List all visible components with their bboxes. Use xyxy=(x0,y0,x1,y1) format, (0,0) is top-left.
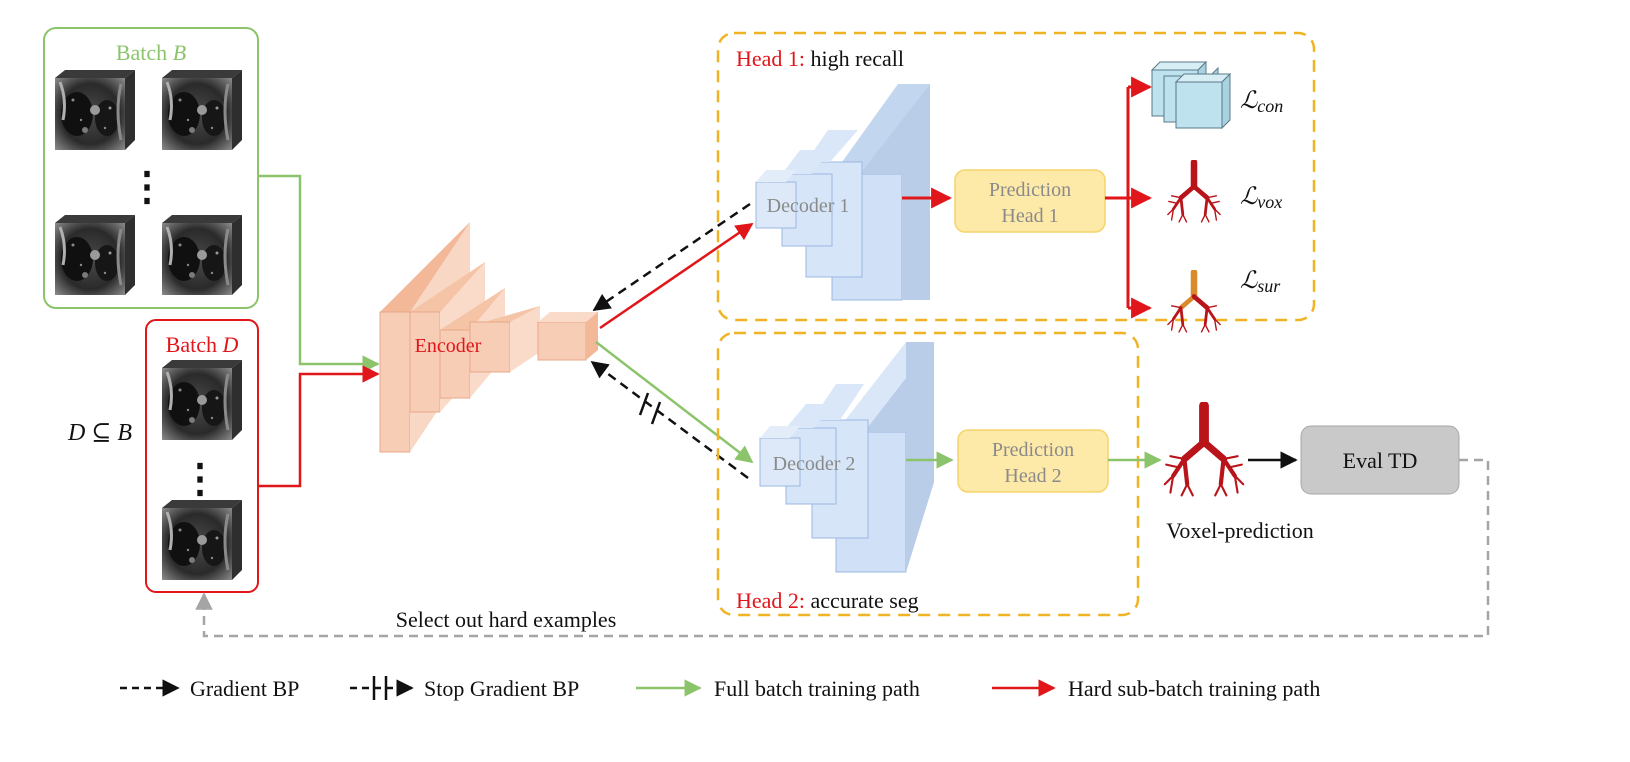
decoder2-block: Decoder 2 xyxy=(759,342,934,573)
batch-d-ellipsis: ⋮ xyxy=(180,456,220,501)
select-hard-examples-label: Select out hard examples xyxy=(396,607,617,632)
loss-sur-label: ℒsur xyxy=(1240,268,1281,296)
prediction-head1-box xyxy=(954,169,1106,233)
legend-item-full-batch: Full batch training path xyxy=(636,676,920,701)
batch-b-group: Batch B ⋮ xyxy=(43,27,259,309)
voxel-prediction-airway-icon xyxy=(1165,406,1243,496)
prediction-head2-line2: Head 2 xyxy=(1004,465,1061,487)
decoder1-block: Decoder 1 xyxy=(755,84,930,301)
loss-con-label: ℒcon xyxy=(1240,88,1283,116)
legend-label: Gradient BP xyxy=(190,676,299,701)
gradient-bp-arrow-decoder1 xyxy=(592,202,751,312)
decoder2-label: Decoder 2 xyxy=(773,453,856,475)
batch-b-title: Batch B xyxy=(116,40,186,65)
head1-box xyxy=(716,31,1316,322)
legend-item-hard-sub-batch: Hard sub-batch training path xyxy=(992,676,1320,701)
legend-label: Stop Gradient BP xyxy=(424,676,579,701)
head2-group: Head 2: accurate seg Decoder 2 Predictio… xyxy=(716,331,1140,617)
prediction-head2-line1: Prediction xyxy=(992,439,1074,461)
ct-volume-image xyxy=(162,360,242,440)
head2-box xyxy=(716,331,1140,617)
encoder-label: Encoder xyxy=(415,335,482,357)
batch-b-ellipsis: ⋮ xyxy=(127,164,167,209)
batch-b-box xyxy=(43,27,259,309)
head1-group: Head 1: high recall Decoder 1 Prediction… xyxy=(716,31,1316,332)
voxel-prediction-label: Voxel-prediction xyxy=(1166,518,1313,543)
batch-d-title: Batch D xyxy=(166,332,239,357)
subset-relation-label: D ⊆ B xyxy=(67,420,132,446)
ct-volume-image xyxy=(162,70,242,150)
full-batch-path-to-encoder xyxy=(258,174,380,373)
stop-gradient-arrow-decoder2 xyxy=(590,360,749,480)
legend-label: Hard sub-batch training path xyxy=(1068,676,1320,701)
head2-title: Head 2: accurate seg xyxy=(736,588,919,613)
airway-tree-sur-icon xyxy=(1168,272,1220,332)
full-batch-path-to-decoder2 xyxy=(595,341,754,464)
batch-d-group: Batch D ⋮ xyxy=(145,319,259,593)
stop-gradient-arrow-icon xyxy=(350,676,414,700)
ct-volume-image xyxy=(55,70,135,150)
decoder1-label: Decoder 1 xyxy=(767,195,850,217)
legend-item-stop-gradient: Stop Gradient BP xyxy=(350,676,579,701)
legend: Gradient BP Stop Gradient BP Full batch … xyxy=(120,676,1320,701)
prediction-head1-line2: Head 1 xyxy=(1001,205,1058,227)
eval-td-label: Eval TD xyxy=(1343,448,1418,473)
hard-batch-path-to-encoder xyxy=(258,365,380,488)
legend-item-gradient-bp: Gradient BP xyxy=(120,676,299,701)
hard-batch-path-to-decoder1 xyxy=(599,222,754,330)
legend-label: Full batch training path xyxy=(714,676,920,701)
stop-gradient-marks xyxy=(638,392,662,425)
airway-tree-vox-icon xyxy=(1168,162,1220,222)
encoder-block: Encoder xyxy=(379,222,598,453)
hard-example-feedback-path xyxy=(195,458,1490,638)
ct-volume-image xyxy=(162,215,242,295)
ct-volume-image xyxy=(162,500,242,580)
prediction-head1-line1: Prediction xyxy=(989,179,1071,201)
loss-vox-label: ℒvox xyxy=(1240,184,1282,212)
head1-title: Head 1: high recall xyxy=(736,46,904,71)
connectivity-volume-icon xyxy=(1150,60,1232,130)
ct-volume-image xyxy=(55,215,135,295)
batch-d-box xyxy=(145,319,259,593)
